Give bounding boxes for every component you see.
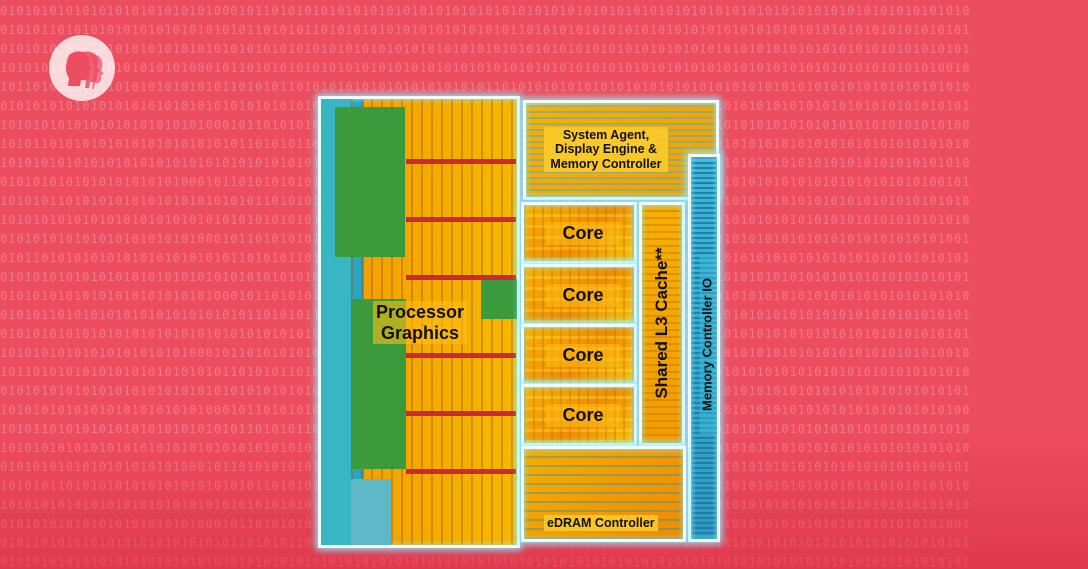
- processor-graphics-label: Processor Graphics: [373, 301, 468, 345]
- system-agent-label: System Agent, Display Engine & Memory Co…: [544, 127, 668, 173]
- processor-die-diagram: Processor Graphics System Agent, Display…: [318, 96, 727, 548]
- shared-l3-cache-block: Shared L3 Cache**: [639, 202, 685, 446]
- memory-controller-io-label: Memory Controller IO: [699, 254, 715, 435]
- pbs-logo: [49, 35, 115, 101]
- system-agent-block: System Agent, Display Engine & Memory Co…: [523, 100, 719, 200]
- core-block-2: Core: [521, 264, 637, 326]
- memory-controller-io-block: Memory Controller IO: [688, 154, 720, 542]
- core-label: Core: [546, 284, 620, 307]
- shared-l3-cache-label: Shared L3 Cache**: [652, 247, 671, 399]
- core-label: Core: [546, 344, 620, 367]
- core-block-4: Core: [521, 384, 637, 446]
- edram-controller-label: eDRAM Controller: [544, 515, 658, 532]
- core-block-3: Core: [521, 324, 637, 386]
- core-label: Core: [546, 404, 620, 427]
- core-block-1: Core: [521, 202, 637, 264]
- pbs-head-icon: [66, 51, 104, 89]
- core-label: Core: [546, 222, 620, 245]
- edram-controller-block: eDRAM Controller: [521, 446, 686, 542]
- processor-graphics-block: Processor Graphics: [318, 96, 520, 548]
